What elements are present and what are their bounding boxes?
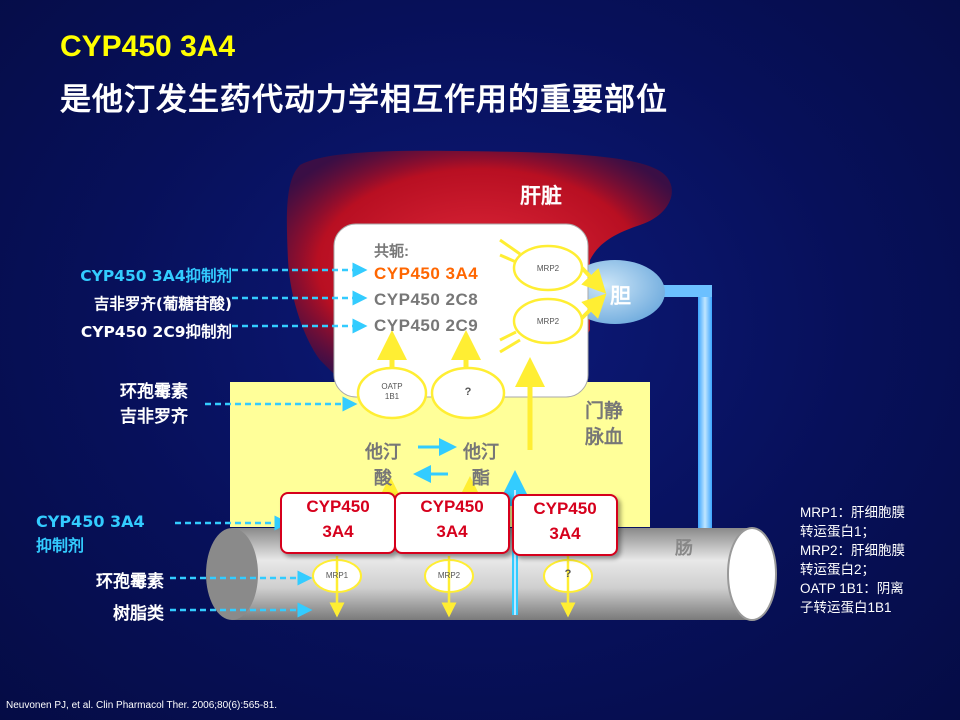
arrow-mrp2-to-gb-2 — [580, 293, 607, 320]
uptake-inhibitor-labels: 环孢霉素 吉非罗齐 — [40, 380, 188, 430]
gut-enzyme-box-3: CYP450 3A4 — [512, 494, 618, 556]
liver-enzyme-3a4: CYP450 3A4 — [374, 264, 479, 283]
statin-lactone-label: 他汀 酯 — [463, 440, 499, 492]
arrow-to-mrp2-2a — [499, 330, 517, 342]
note-line-4: 转运蛋白2； — [800, 562, 876, 577]
liver-enzyme-2c8: CYP450 2C8 — [374, 290, 479, 309]
gut-enzyme-box-1: CYP450 3A4 — [280, 492, 396, 554]
cyclosporine-label-liver: 环孢霉素 — [120, 382, 188, 402]
oatp-label: OATP 1B1 — [362, 382, 422, 402]
note-line-6: 子转运蛋白1B1 — [800, 600, 892, 615]
gut-enzyme-box-2: CYP450 3A4 — [394, 492, 510, 554]
oatp-label-line2: 1B1 — [384, 392, 400, 401]
statin-lactone-line1: 他汀 — [463, 442, 499, 463]
portal-vein-label-line1: 门静 — [585, 400, 624, 422]
bile-duct-vertical — [698, 285, 712, 528]
liver-mrp2-oval-2 — [512, 297, 584, 345]
bile-duct-horizontal — [650, 285, 712, 297]
gut-enzyme-3-line2: 3A4 — [549, 524, 581, 543]
gut-3a4-inhibitor-label: CYP450 3A4 抑制剂 — [36, 510, 145, 558]
gut-other-labels: 环孢霉素 树脂类 — [40, 566, 164, 630]
liver-label: 肝脏 — [520, 184, 562, 208]
gemfibrozil-label: 吉非罗齐 — [120, 407, 188, 427]
intestine-label: 肠 — [675, 538, 693, 559]
reference-citation: Neuvonen PJ, et al. Clin Pharmacol Ther.… — [6, 700, 278, 711]
gut-mrp1-label: MRP1 — [325, 571, 349, 580]
portal-vein-label: 门静 脉血 — [585, 398, 623, 450]
liver-inhibitor-labels: CYP450 3A4抑制剂 吉非罗齐(葡糖苷酸) CYP450 2C9抑制剂 — [20, 262, 232, 346]
note-line-3: MRP2：肝细胞膜 — [800, 543, 906, 558]
liver-mrp2-label-2: MRP2 — [536, 317, 560, 326]
statin-acid-line2: 酸 — [374, 468, 392, 489]
note-line-2: 转运蛋白1； — [800, 524, 876, 539]
note-line-5: OATP 1B1：阴离 — [800, 581, 904, 596]
abbreviation-note: MRP1：肝细胞膜 转运蛋白1； MRP2：肝细胞膜 转运蛋白2； OATP 1… — [800, 503, 940, 617]
arrow-to-mrp2-1b — [499, 253, 517, 264]
liver-enzyme-2c9: CYP450 2C9 — [374, 316, 479, 335]
note-line-1: MRP1：肝细胞膜 — [800, 505, 906, 520]
intestine-left-end — [206, 528, 258, 620]
gallbladder-label: 胆 — [610, 284, 631, 308]
inhibitor-3a4-label: CYP450 3A4抑制剂 — [80, 267, 232, 285]
gut-enzyme-1-line2: 3A4 — [322, 522, 354, 541]
inhibitor-2c9-label: CYP450 2C9抑制剂 — [80, 323, 232, 341]
gut-enzyme-1-line1: CYP450 — [306, 497, 370, 516]
arrow-to-mrp2-1a — [499, 238, 521, 256]
intestine-right-end — [727, 527, 777, 621]
statin-lactone-line2: 酯 — [472, 468, 490, 489]
oatp-label-line1: OATP — [381, 382, 403, 391]
portal-vein-label-line2: 脉血 — [585, 426, 624, 448]
title-line2: 是他汀发生药代动力学相互作用的重要部位 — [60, 82, 668, 118]
conjugation-label: 共轭: — [374, 243, 409, 260]
gemfibrozil-glucuronide-label: 吉非罗齐(葡糖苷酸) — [93, 295, 232, 313]
liver-unknown-label: ? — [464, 386, 472, 398]
statin-acid-line1: 他汀 — [365, 442, 401, 463]
gut-enzyme-2-line1: CYP450 — [420, 497, 484, 516]
gut-enzyme-2-line2: 3A4 — [436, 522, 468, 541]
gut-3a4-inhibitor-line1: CYP450 3A4 — [36, 512, 145, 531]
gut-enzyme-3-line1: CYP450 — [533, 499, 597, 518]
gut-unknown-label: ? — [564, 568, 572, 580]
title-line1: CYP450 3A4 — [60, 30, 236, 63]
cyclosporine-label-gut: 环孢霉素 — [96, 572, 164, 592]
gut-mrp2-label: MRP2 — [437, 571, 461, 580]
liver-mrp2-label-1: MRP2 — [536, 264, 560, 273]
statin-acid-label: 他汀 酸 — [365, 440, 401, 492]
gut-3a4-inhibitor-line2: 抑制剂 — [36, 536, 85, 555]
arrow-to-mrp2-2b — [499, 338, 521, 354]
resins-label: 树脂类 — [113, 604, 164, 624]
arrow-mrp2-to-gb-1 — [580, 266, 607, 294]
